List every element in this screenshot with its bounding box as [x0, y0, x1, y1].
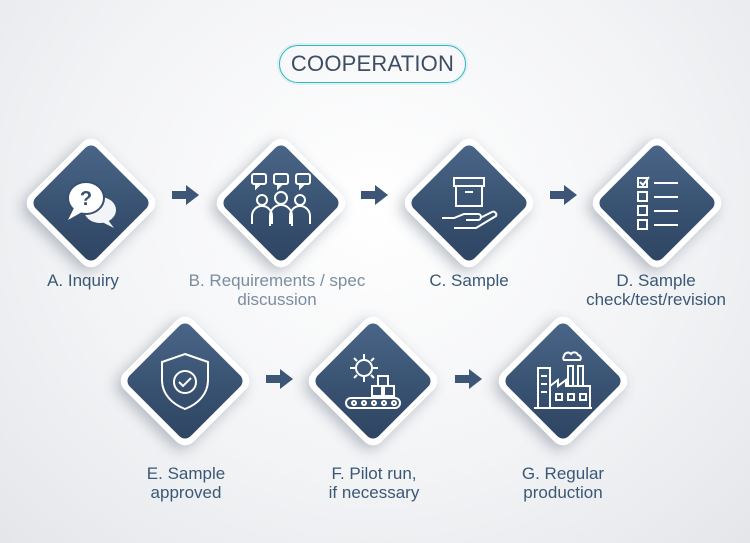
step-d-label: D. Sample check/test/revision — [586, 271, 726, 309]
question-chat-icon: ? — [67, 181, 116, 228]
arrow-right-icon — [172, 185, 199, 205]
step-b-label: B. Requirements / spec discussion — [188, 271, 366, 309]
step-f-diamond — [303, 311, 443, 451]
page-title: COOPERATION — [290, 51, 455, 76]
step-a-label: A. Inquiry — [47, 271, 119, 290]
box-on-hand-icon — [442, 177, 498, 229]
svg-text:?: ? — [80, 188, 92, 210]
step-c-label: C. Sample — [429, 271, 509, 290]
step-d-diamond — [587, 133, 727, 273]
step-a-diamond: ? — [21, 133, 161, 273]
team-discussion-icon — [251, 173, 311, 226]
step-f-label: F. Pilot run, if necessary — [328, 464, 420, 502]
step-b-diamond — [211, 133, 351, 273]
arrow-right-icon — [550, 185, 577, 205]
step-c-diamond — [399, 133, 539, 273]
arrow-right-icon — [361, 185, 388, 205]
arrow-right-icon — [266, 369, 293, 389]
arrow-right-icon — [455, 369, 482, 389]
factory-icon — [534, 351, 592, 409]
step-g-diamond — [493, 311, 633, 451]
gear-conveyor-icon — [345, 354, 401, 409]
step-g-label: G. Regular production — [521, 464, 605, 502]
step-e-diamond — [115, 311, 255, 451]
title-pill: COOPERATION — [279, 45, 466, 83]
shield-check-icon — [161, 352, 209, 411]
checklist-icon — [637, 176, 678, 230]
step-e-label: E. Sample approved — [146, 464, 226, 502]
